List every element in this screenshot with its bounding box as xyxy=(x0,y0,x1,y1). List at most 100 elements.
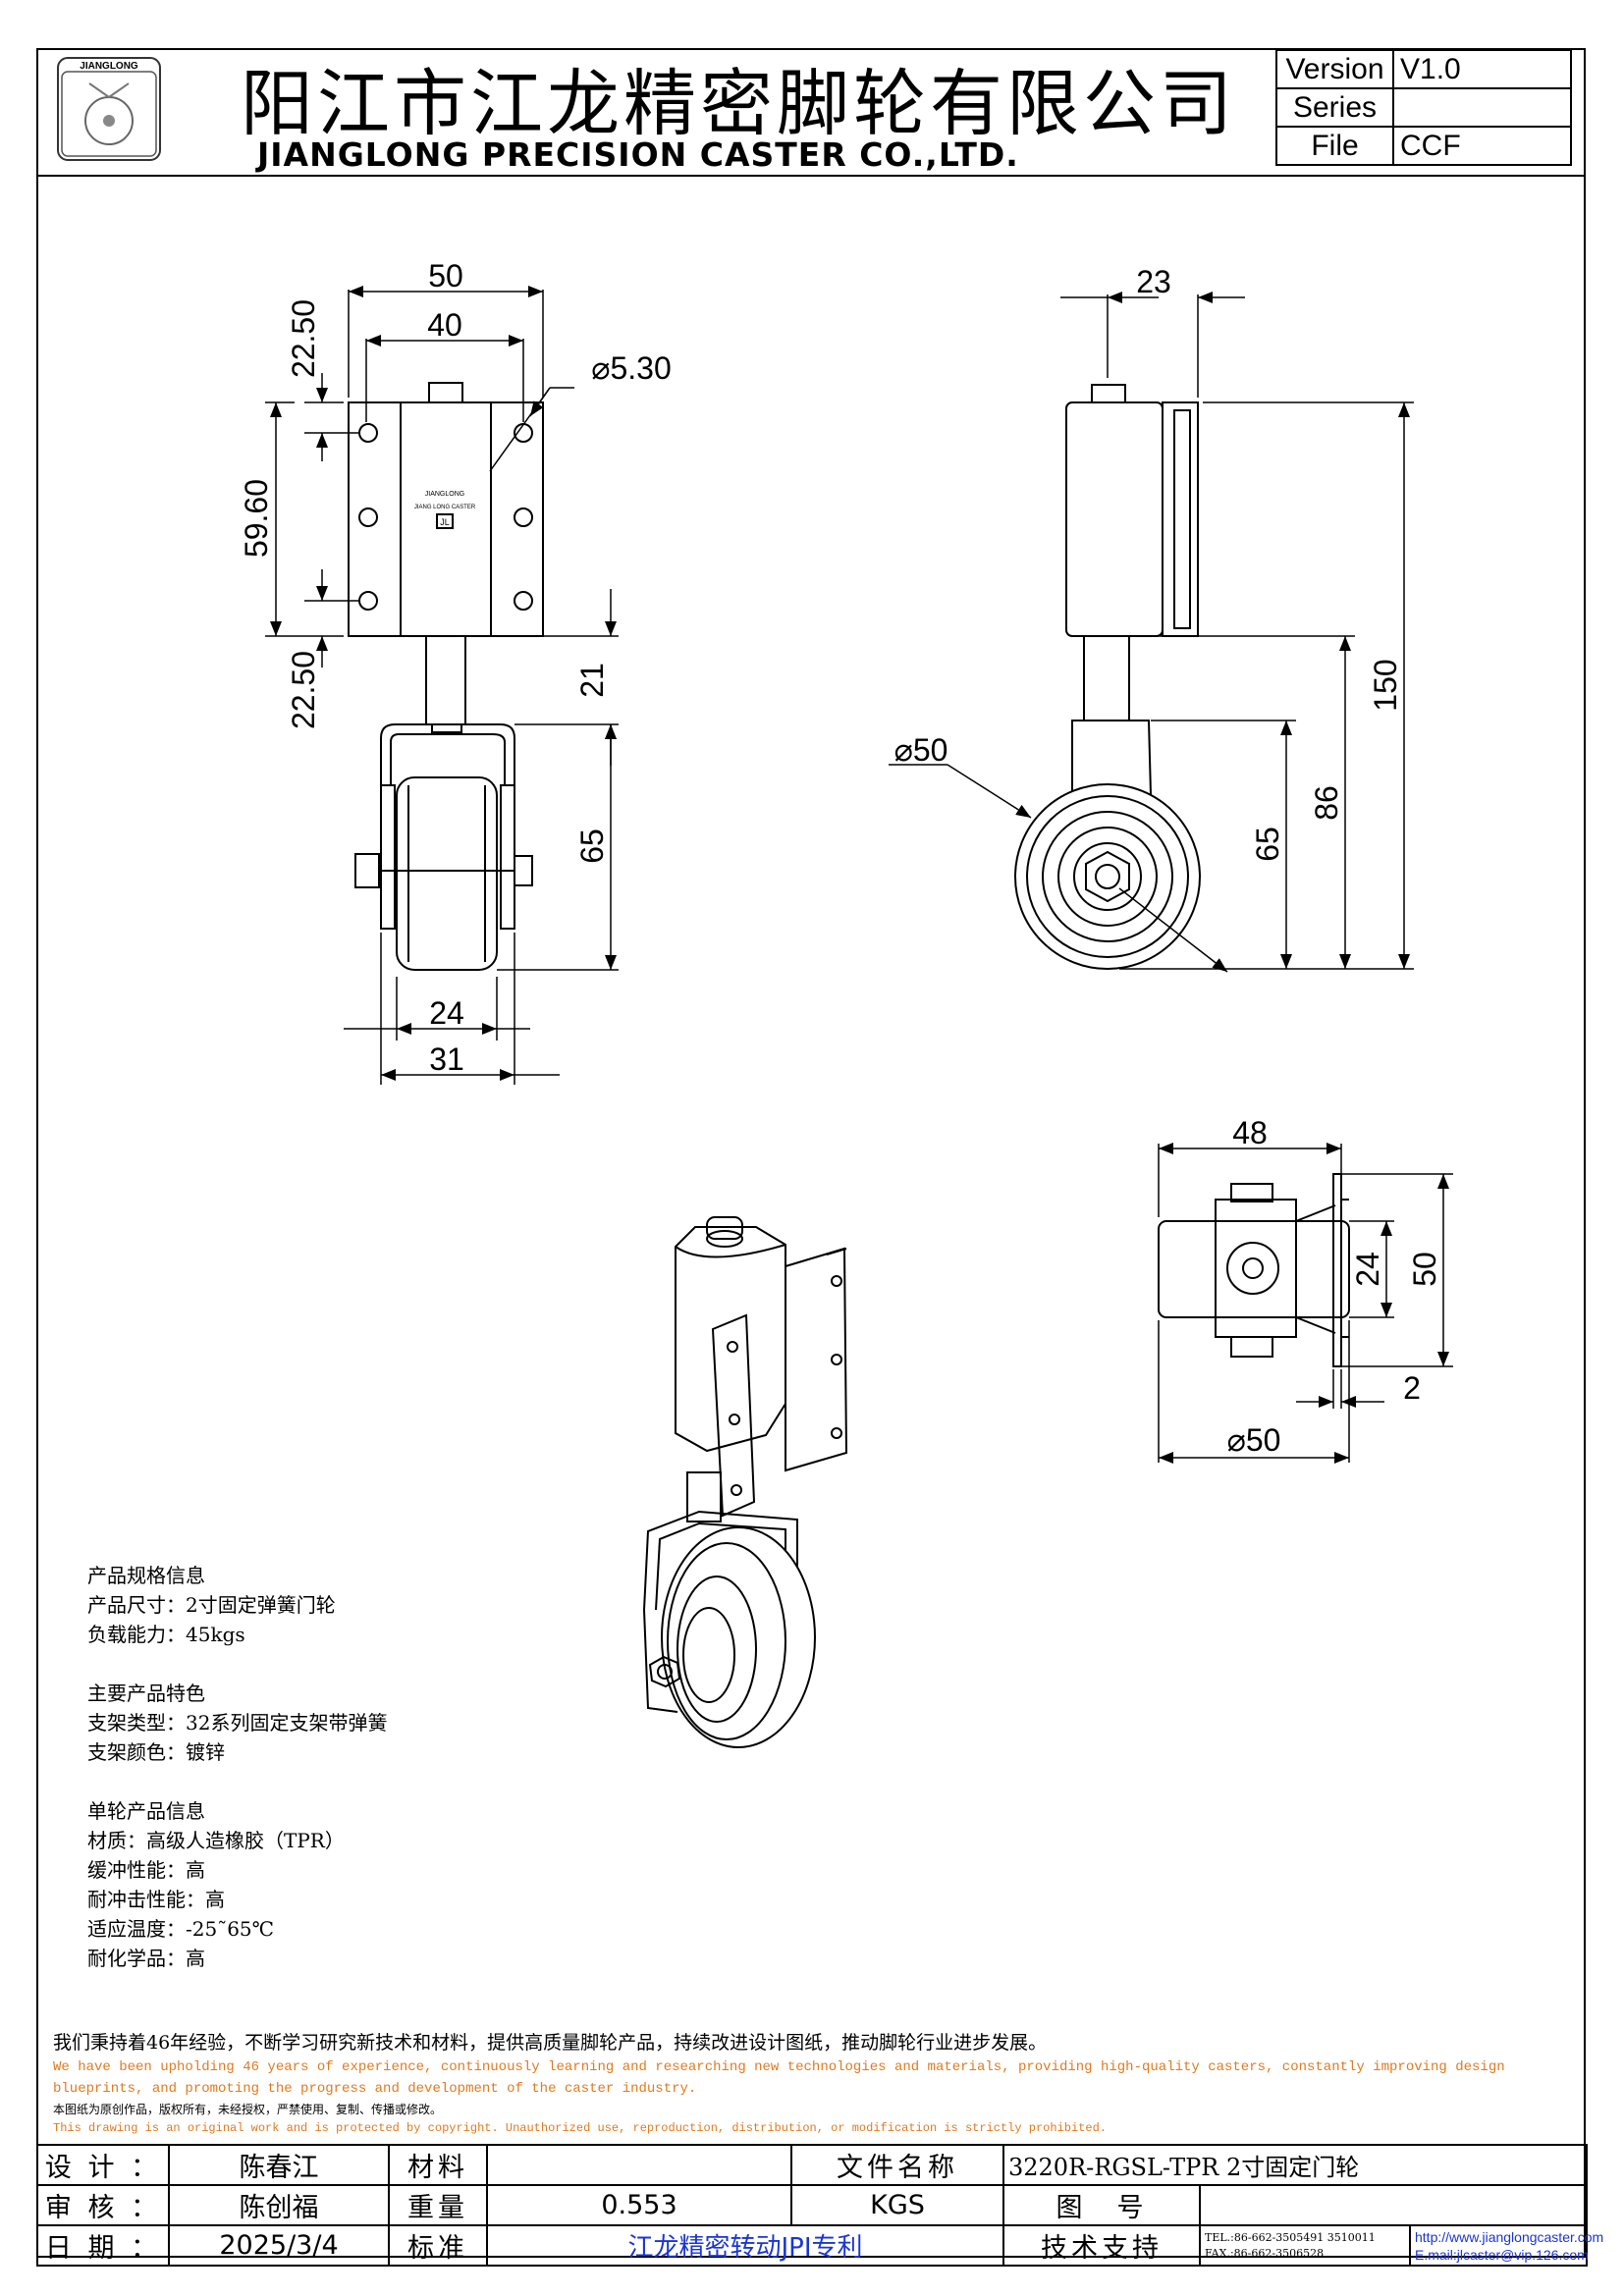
header-rule xyxy=(36,175,1586,177)
bracket-side xyxy=(1162,401,1199,637)
dim-31: 31 xyxy=(429,1041,464,1077)
dim-50-bottom: 50 xyxy=(1407,1252,1442,1287)
contact-phone: TEL.:86-662-3505491 3510011 FAX.:86-662-… xyxy=(1199,2224,1411,2267)
stem-side xyxy=(1083,635,1130,721)
drawing-no-value xyxy=(1198,2184,1589,2226)
isometric-view xyxy=(643,1216,848,1748)
dim-48: 48 xyxy=(1232,1115,1268,1150)
filename-label: 文件名称 xyxy=(790,2144,1004,2186)
spec-line: 耐化学品：高 xyxy=(87,1947,205,1970)
revision-value: V1.0 xyxy=(1392,49,1572,89)
bottom-view xyxy=(1158,1173,1350,1367)
revision-key: Series xyxy=(1275,87,1394,128)
top-pin-side xyxy=(1091,384,1126,403)
standard-value: 江龙精密转动JPI专利 xyxy=(486,2224,1004,2267)
revision-value: CCF xyxy=(1392,126,1572,166)
iso-stem xyxy=(686,1471,722,1522)
revision-key: File xyxy=(1275,126,1394,166)
tel: TEL.:86-662-3505491 3510011 xyxy=(1205,2230,1376,2244)
designer-label: 设 计 ： xyxy=(36,2144,170,2186)
axle-nut-side xyxy=(1085,850,1130,903)
spec-group-heading: 产品规格信息 xyxy=(87,1564,205,1587)
dim-hole-diameter: ⌀5.30 xyxy=(591,350,672,386)
nut-bottom xyxy=(1230,1336,1273,1358)
dim-65: 65 xyxy=(574,828,610,864)
dim-59-60: 59.60 xyxy=(239,479,274,558)
spec-line: 支架颜色：镀锌 xyxy=(87,1740,225,1764)
mounting-hole xyxy=(358,591,378,611)
nut-top xyxy=(1230,1183,1273,1202)
spec-line: 支架类型：32系列固定支架带弹簧 xyxy=(87,1711,388,1735)
copyright-cn: 本图纸为原创作品，版权所有，未经授权，严禁使用、复制、传播或修改。 xyxy=(53,2103,443,2116)
drawing-no-label: 图 号 xyxy=(1002,2184,1201,2226)
dim-wheel-diameter: ⌀50 xyxy=(894,732,948,768)
side-view-dimensions xyxy=(889,292,1414,973)
company-logo: JIANGLONG xyxy=(56,56,162,162)
dim-24-bottom: 24 xyxy=(1350,1252,1385,1287)
dim-22-50-top: 22.50 xyxy=(286,299,321,378)
support-label: 技术支持 xyxy=(1002,2224,1201,2267)
weight-unit: KGS xyxy=(790,2184,1004,2226)
fax: FAX.:86-662-3506528 xyxy=(1205,2246,1325,2260)
housing-label: JL xyxy=(440,517,450,527)
top-pin xyxy=(428,382,463,403)
iso-bracket xyxy=(785,1247,848,1472)
wheel-bottom xyxy=(1158,1220,1350,1318)
company-statement: 我们秉持着46年经验，不断学习研究新技术和材料，提供高质量脚轮产品，持续改进设计… xyxy=(53,2029,1585,2137)
statement-cn: 我们秉持着46年经验，不断学习研究新技术和材料，提供高质量脚轮产品，持续改进设计… xyxy=(53,2032,1048,2054)
spec-line: 适应温度：-25˜65℃ xyxy=(87,1917,275,1941)
product-specs: 产品规格信息 产品尺寸：2寸固定弹簧门轮 负载能力：45kgs 主要产品特色 支… xyxy=(87,1561,387,1973)
housing-label: JIANGLONG xyxy=(425,491,464,498)
front-view: JIANGLONG JIANG LONG CASTER JL xyxy=(348,382,544,971)
dim-2: 2 xyxy=(1403,1370,1421,1406)
standard-label: 标准 xyxy=(388,2224,488,2267)
copyright-en: This drawing is an original work and is … xyxy=(53,2121,1107,2135)
weight-value: 0.553 xyxy=(486,2184,792,2226)
website-link[interactable]: http://www.jianglongcaster.com xyxy=(1415,2228,1604,2245)
spec-group-heading: 主要产品特色 xyxy=(87,1682,205,1705)
dim-wheel-diameter-bottom: ⌀50 xyxy=(1227,1422,1281,1458)
mounting-hole xyxy=(514,507,533,527)
iso-fork xyxy=(643,1510,798,1611)
spec-line: 缓冲性能：高 xyxy=(87,1858,205,1882)
filename-value: 3220R-RGSL-TPR 2寸固定门轮 xyxy=(1001,2144,1589,2186)
revision-row: File CCF xyxy=(1275,126,1572,166)
company-name-en: JIANGLONG PRECISION CASTER CO.,LTD. xyxy=(257,135,1019,174)
spec-line: 耐冲击性能：高 xyxy=(87,1888,225,1911)
title-block: 设 计 ： 陈春江 材料 文件名称 3220R-RGSL-TPR 2寸固定门轮 … xyxy=(36,2144,1604,2267)
axle-nut xyxy=(354,853,380,888)
side-view-dimension-labels: 23 150 86 65 ⌀50 xyxy=(894,264,1403,862)
dim-width-40: 40 xyxy=(427,307,462,343)
dim-150: 150 xyxy=(1368,659,1403,711)
date-value: 2025/3/4 xyxy=(168,2224,390,2267)
iso-front-plate xyxy=(711,1313,756,1518)
dim-22-50-bottom: 22.50 xyxy=(286,651,321,729)
housing-label: JIANG LONG CASTER xyxy=(414,505,476,510)
spec-group-heading: 单轮产品信息 xyxy=(87,1799,205,1823)
wheel xyxy=(396,776,498,971)
front-view-dimensions xyxy=(265,286,619,1085)
date-label: 日 期 ： xyxy=(36,2224,170,2267)
title-row: 审 核 ： 陈创福 重量 0.553 KGS 图 号 xyxy=(36,2184,1589,2226)
iso-top-pin xyxy=(706,1216,743,1240)
spring-housing-side xyxy=(1065,401,1164,637)
weight-label: 重量 xyxy=(388,2184,488,2226)
company-name-cn: 阳江市江龙精密脚轮有限公司 xyxy=(241,62,1236,146)
designer-name: 陈春江 xyxy=(168,2144,390,2186)
reviewer-name: 陈创福 xyxy=(168,2184,390,2226)
dim-width-50: 50 xyxy=(428,258,463,294)
spec-line: 产品尺寸：2寸固定弹簧门轮 xyxy=(87,1593,336,1617)
title-row: 设 计 ： 陈春江 材料 文件名称 3220R-RGSL-TPR 2寸固定门轮 xyxy=(36,2144,1589,2186)
dim-21: 21 xyxy=(574,663,610,698)
material-label: 材料 xyxy=(388,2144,488,2186)
email-link[interactable]: E.mail:jlcaster@vip.126.com xyxy=(1415,2246,1589,2263)
revision-row: Series xyxy=(1275,87,1572,128)
material-value xyxy=(486,2144,792,2186)
bottom-view-dimensions xyxy=(1158,1143,1453,1464)
side-view xyxy=(1014,384,1201,970)
reviewer-label: 审 核 ： xyxy=(36,2184,170,2226)
bottom-view-dimension-labels: 48 24 50 2 ⌀50 xyxy=(1227,1115,1442,1458)
front-view-dimension-labels: 50 40 22.50 59.60 22.50 ⌀5.30 21 65 24 3… xyxy=(239,258,672,1077)
revision-table: Version V1.0 Series File CCF xyxy=(1275,49,1572,166)
